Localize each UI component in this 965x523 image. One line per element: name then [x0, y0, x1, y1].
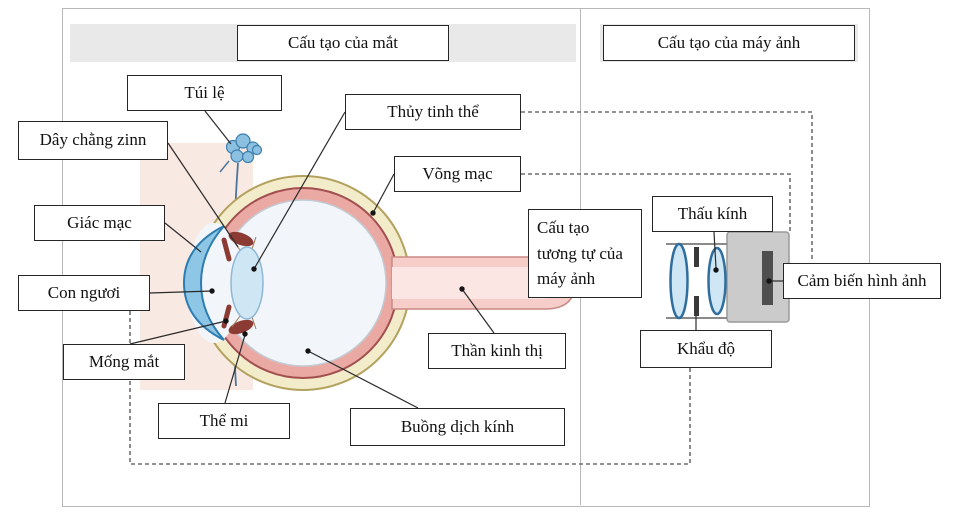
label-khau-do: Khẩu độ [640, 330, 772, 368]
label-thuy-tinh-the: Thủy tinh thể [345, 94, 521, 130]
label-giac-mac: Giác mạc [34, 205, 165, 241]
section-title-eye: Cấu tạo của mắt [237, 25, 449, 61]
label-the-mi: Thể mi [158, 403, 290, 439]
label-mong-mat: Mống mắt [63, 344, 185, 380]
label-thau-kinh: Thấu kính [652, 196, 773, 232]
label-vong-mac: Võng mạc [394, 156, 521, 192]
main-frame [62, 8, 870, 507]
label-buong-dich-kinh: Buồng dịch kính [350, 408, 565, 446]
annotation-cau-tao-tuong-tu: Cấu tạo tương tự của máy ảnh [528, 209, 642, 298]
section-title-camera: Cấu tạo của máy ảnh [603, 25, 855, 61]
label-cam-bien: Cảm biến hình ảnh [783, 263, 941, 299]
label-tui-le: Túi lệ [127, 75, 282, 111]
label-day-chang-zinn: Dây chằng zinn [18, 121, 168, 160]
label-con-nguoi: Con ngươi [18, 275, 150, 311]
label-than-kinh-thi: Thần kinh thị [428, 333, 566, 369]
